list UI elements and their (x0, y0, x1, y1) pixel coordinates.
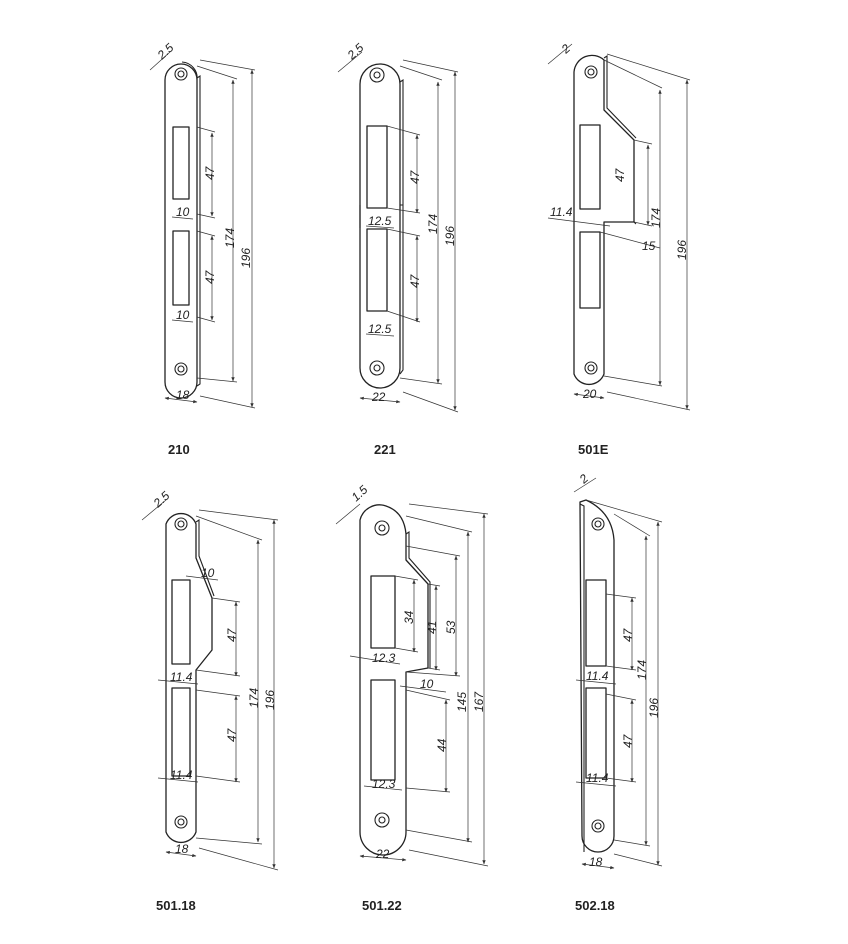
dim-hole-spacing: 174 (223, 228, 237, 248)
dim-gap2: 12.3 (372, 777, 396, 791)
dim-slot2: 47 (203, 269, 217, 284)
dim-gap1: 12.3 (372, 651, 396, 665)
dim-mid: 145 (455, 692, 469, 712)
caption-501e: 501E (578, 442, 609, 457)
dim-hole-spacing: 174 (649, 208, 663, 228)
dim-thickness: 2.5 (344, 40, 367, 62)
dim-hole-spacing: 174 (247, 688, 261, 708)
dim-tab-height: 41 (425, 621, 439, 634)
dim-thickness: 2.5 (154, 40, 177, 62)
dim-slot2: 44 (435, 738, 449, 752)
dim-length: 196 (263, 690, 277, 710)
dim-width: 18 (176, 388, 190, 402)
dim-slot1: 47 (203, 165, 217, 180)
dim-upper: 53 (444, 620, 458, 634)
dim-gap2: 11.4 (170, 768, 193, 782)
dim-slot1: 47 (225, 627, 239, 642)
dim-tongue: 15 (642, 239, 656, 253)
plate-501-22: 1.5 34 41 53 12.3 10 44 145 167 12.3 22 … (335, 482, 489, 913)
dim-slot1: 47 (408, 169, 422, 184)
dim-length: 196 (239, 248, 253, 268)
dim-length: 167 (472, 691, 486, 712)
dim-slot2: 47 (621, 733, 635, 748)
plate-210: 2.5 47 47 10 10 174 196 18 210 (149, 40, 256, 457)
dim-thickness: 2 (558, 41, 573, 57)
caption-501-22: 501.22 (362, 898, 402, 913)
dim-gap1: 11.4 (170, 670, 193, 684)
dim-hole-spacing: 174 (635, 660, 649, 680)
dim-width: 18 (589, 855, 603, 869)
dim-thickness: 2.5 (150, 488, 173, 510)
dim-slot1: 47 (613, 167, 627, 182)
dim-width: 20 (582, 387, 597, 401)
dim-gap1: 11.4 (586, 669, 609, 683)
dim-tab: 10 (201, 566, 215, 580)
dim-width: 22 (375, 847, 390, 861)
caption-502-18: 502.18 (575, 898, 615, 913)
caption-210: 210 (168, 442, 190, 457)
dim-gap2: 12.5 (368, 322, 392, 336)
plate-502-18: 2 47 47 11.4 11.4 174 196 18 502.18 (573, 471, 663, 913)
dim-tab: 10 (420, 677, 434, 691)
dim-gap2: 11.4 (586, 771, 609, 785)
dim-gap2: 10 (176, 308, 190, 322)
dim-width: 22 (371, 390, 386, 404)
dim-width: 18 (175, 842, 189, 856)
dim-slot2: 47 (225, 727, 239, 742)
dim-thickness: 1.5 (349, 482, 371, 504)
dim-length: 196 (675, 240, 689, 260)
dim-slot2: 47 (408, 273, 422, 288)
dim-offset: 11.4 (550, 205, 573, 219)
dim-length: 196 (443, 226, 457, 246)
dim-hole-spacing: 174 (426, 214, 440, 234)
dim-gap1: 10 (176, 205, 190, 219)
caption-501-18: 501.18 (156, 898, 196, 913)
plate-501e: 2 47 11.4 15 174 196 20 501E (547, 41, 691, 457)
dim-length: 196 (647, 698, 661, 718)
dim-slot1: 47 (621, 627, 635, 642)
plate-221: 2.5 47 47 12.5 12.5 174 196 22 221 (337, 40, 459, 457)
dim-slot1: 34 (402, 610, 416, 624)
plate-501-18: 2.5 10 47 47 11.4 11.4 174 196 18 501.18 (141, 488, 279, 913)
caption-221: 221 (374, 442, 396, 457)
dim-gap1: 12.5 (368, 214, 392, 228)
dim-thickness: 2 (576, 471, 591, 487)
